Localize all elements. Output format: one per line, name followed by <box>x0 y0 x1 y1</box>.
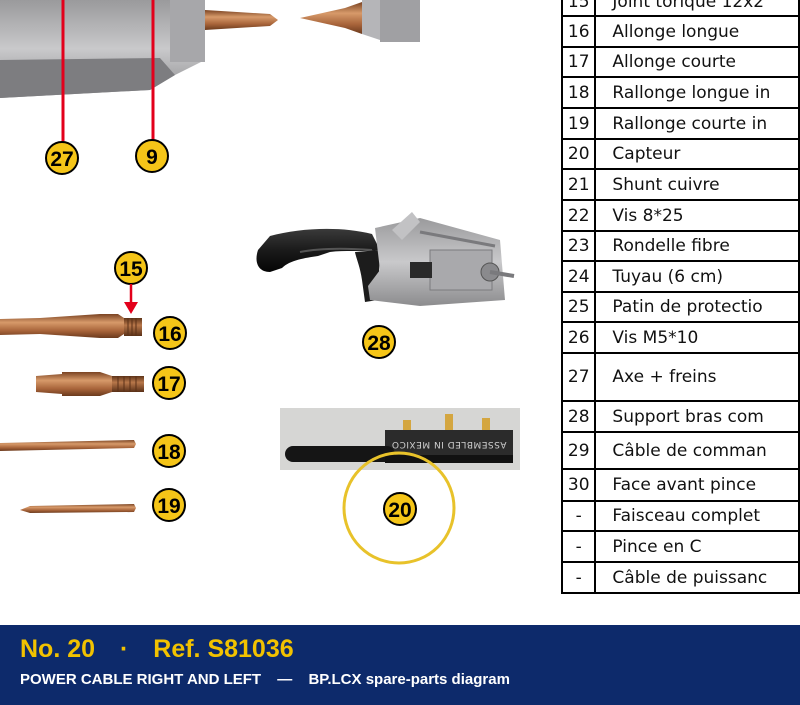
part-description-cell: Câble de puissanc <box>594 561 800 594</box>
callout-17: 17 <box>152 366 186 400</box>
parts-table-row: -Câble de puissanc <box>560 561 800 594</box>
part-16-long-extension <box>0 314 142 338</box>
part-number-cell: 30 <box>560 468 597 502</box>
part-number-cell: 25 <box>560 291 597 323</box>
part-description-cell: Rondelle fibre <box>594 230 800 262</box>
callout-15-label: 15 <box>119 258 143 281</box>
footer-part-name: POWER CABLE RIGHT AND LEFT <box>20 671 262 688</box>
callout-9-label: 9 <box>146 146 158 169</box>
part-number-cell: 21 <box>560 168 597 201</box>
parts-diagram: 27 9 15 16 17 <box>0 0 520 565</box>
part-17-short-extension <box>36 372 144 396</box>
part-description-cell: Vis M5*10 <box>594 321 800 354</box>
part-description-cell: Shunt cuivre <box>594 168 800 201</box>
part-description-cell: Joint torique 12x2 <box>594 0 800 17</box>
part-number-cell: 29 <box>560 431 597 470</box>
part-description-cell: Support bras com <box>594 400 800 433</box>
arrow-15 <box>124 284 138 314</box>
parts-table-row: -Faisceau complet <box>560 500 800 532</box>
callout-27: 27 <box>45 141 79 175</box>
part-description-cell: Allonge longue <box>594 15 800 48</box>
part-number-cell: 18 <box>560 76 597 109</box>
part-number-cell: 22 <box>560 199 597 232</box>
part-description-cell: Face avant pince <box>594 468 800 502</box>
part-description-cell: Câble de comman <box>594 431 800 470</box>
callout-16-label: 16 <box>158 323 181 346</box>
footer-dash: — <box>277 671 293 688</box>
callout-9: 9 <box>135 139 169 173</box>
callout-17-label: 17 <box>157 373 180 396</box>
callout-20-label: 20 <box>388 499 411 522</box>
callout-18: 18 <box>152 434 186 468</box>
part-description-cell: Capteur <box>594 138 800 170</box>
footer-title: No. 20 · Ref. S81036 <box>20 635 294 664</box>
footer-ref: Ref. S81036 <box>153 635 294 663</box>
callout-19-label: 19 <box>157 495 180 518</box>
callout-28-label: 28 <box>367 332 391 355</box>
part-19-short-rod <box>20 504 136 513</box>
part-description-cell: Vis 8*25 <box>594 199 800 232</box>
callout-15: 15 <box>114 251 148 285</box>
part-number-cell: 19 <box>560 107 597 140</box>
part-number-cell: 20 <box>560 138 597 170</box>
part-20-sensor-photo: ASSEMBLED IN MEXICO <box>280 408 520 470</box>
callout-28: 28 <box>362 325 396 359</box>
part-number-cell: 15 <box>560 0 597 17</box>
part-description-cell: Patin de protectio <box>594 291 800 323</box>
parts-table-row: -Pince en C <box>560 530 800 563</box>
part-number-cell: 23 <box>560 230 597 262</box>
callout-27-label: 27 <box>50 148 73 171</box>
part-18-long-rod <box>0 440 136 451</box>
footer-subtitle: POWER CABLE RIGHT AND LEFT — BP.LCX spar… <box>20 671 510 688</box>
part-28-handle-support <box>256 212 515 306</box>
footer-separator: · <box>119 635 129 663</box>
part-number-cell: 17 <box>560 46 597 78</box>
part-number-cell: 28 <box>560 400 597 433</box>
part-description-cell: Rallonge courte in <box>594 107 800 140</box>
part-description-cell: Tuyau (6 cm) <box>594 260 800 293</box>
part-number-cell: 27 <box>560 352 597 402</box>
part-number-cell: - <box>560 561 597 594</box>
part-description-cell: Rallonge longue in <box>594 76 800 109</box>
part-number-cell: 16 <box>560 15 597 48</box>
footer-banner: No. 20 · Ref. S81036 POWER CABLE RIGHT A… <box>0 625 800 705</box>
part-description-cell: Allonge courte <box>594 46 800 78</box>
part-number-cell: - <box>560 500 597 532</box>
part-number-cell: 24 <box>560 260 597 293</box>
callout-18-label: 18 <box>157 441 181 464</box>
part-number-cell: - <box>560 530 597 563</box>
part-number-cell: 26 <box>560 321 597 354</box>
footer-number: No. 20 <box>20 635 96 663</box>
footer-doc: BP.LCX spare-parts diagram <box>308 671 510 688</box>
highlight-circle-20 <box>342 451 456 565</box>
part-description-cell: Pince en C <box>594 530 800 563</box>
part-description-cell: Axe + freins <box>594 352 800 402</box>
callout-20: 20 <box>383 492 417 526</box>
callout-19: 19 <box>152 488 186 522</box>
part-description-cell: Faisceau complet <box>594 500 800 532</box>
sensor-marking: ASSEMBLED IN MEXICO <box>391 439 506 449</box>
callout-16: 16 <box>153 316 187 350</box>
